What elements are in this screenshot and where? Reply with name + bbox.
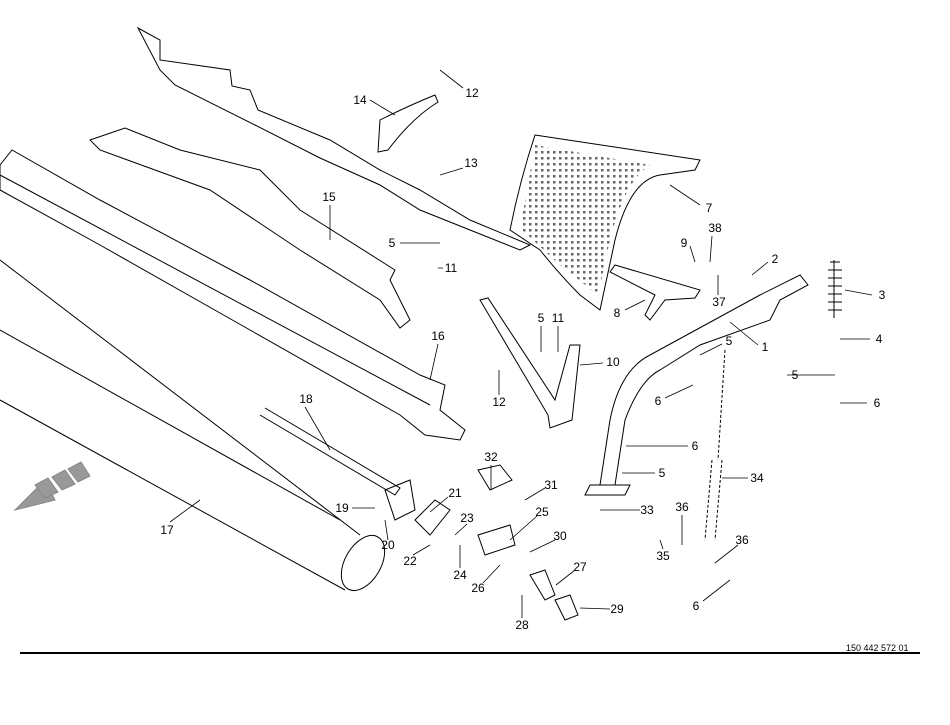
callout-27: 27 xyxy=(573,560,587,574)
part-rod-34 xyxy=(704,349,726,541)
callout-32: 32 xyxy=(484,450,498,464)
callout-5: 5 xyxy=(658,466,666,480)
callout-22: 22 xyxy=(403,554,417,568)
callout-26: 26 xyxy=(471,581,485,595)
callout-4: 4 xyxy=(875,332,883,346)
callout-2: 2 xyxy=(771,252,779,266)
callout-19: 19 xyxy=(335,501,349,515)
callout-33: 33 xyxy=(640,503,654,517)
callout-6: 6 xyxy=(691,439,699,453)
callout-21: 21 xyxy=(448,486,462,500)
callout-11: 11 xyxy=(444,261,458,275)
callout-36: 36 xyxy=(735,533,749,547)
part-plate-8 xyxy=(609,264,701,321)
callout-35: 35 xyxy=(656,549,670,563)
part-rail-13 xyxy=(136,26,532,251)
callout-34: 34 xyxy=(750,471,764,485)
callout-16: 16 xyxy=(431,329,445,343)
callout-9: 9 xyxy=(680,236,688,250)
callout-3: 3 xyxy=(878,288,886,302)
part-shaft-18 xyxy=(259,407,401,496)
part-bracket-10 xyxy=(479,297,581,429)
part-bracket-20 xyxy=(384,479,416,521)
callout-24: 24 xyxy=(453,568,467,582)
callout-29: 29 xyxy=(610,602,624,616)
part-spring-3 xyxy=(828,260,842,318)
callout-14: 14 xyxy=(353,93,367,107)
callout-10: 10 xyxy=(606,355,620,369)
callout-1: 1 xyxy=(761,340,769,354)
callout-18: 18 xyxy=(299,392,313,406)
part-lever-27 xyxy=(529,569,556,601)
part-bearing-21 xyxy=(414,499,451,536)
callout-12: 12 xyxy=(465,86,479,100)
callout-28: 28 xyxy=(515,618,529,632)
part-cover-7 xyxy=(509,134,701,311)
part-housing-32 xyxy=(477,464,513,491)
part-bracket-14 xyxy=(377,94,439,153)
callout-8: 8 xyxy=(613,306,621,320)
callout-31: 31 xyxy=(544,478,558,492)
part-channel-16 xyxy=(0,149,466,441)
callout-5: 5 xyxy=(725,334,733,348)
callout-7: 7 xyxy=(705,201,713,215)
callout-23: 23 xyxy=(460,511,474,525)
callout-37: 37 xyxy=(712,295,726,309)
part-arm-1 xyxy=(599,274,809,486)
part-guide-15 xyxy=(89,127,411,329)
leader-lines xyxy=(169,69,873,618)
drawing-number: 150 442 572 01 xyxy=(846,643,909,653)
direction-arrow-icon xyxy=(13,461,91,511)
callout-20: 20 xyxy=(381,538,395,552)
callout-6: 6 xyxy=(692,599,700,613)
callout-13: 13 xyxy=(464,156,478,170)
callout-11: 11 xyxy=(551,311,565,325)
callout-6: 6 xyxy=(654,394,662,408)
part-roller-17 xyxy=(0,259,386,591)
part-block-25 xyxy=(477,524,516,556)
callout-30: 30 xyxy=(553,529,567,543)
callout-15: 15 xyxy=(322,190,336,204)
callout-12: 12 xyxy=(492,395,506,409)
callout-36: 36 xyxy=(675,500,689,514)
callout-5: 5 xyxy=(388,236,396,250)
callout-25: 25 xyxy=(535,505,549,519)
callout-5: 5 xyxy=(791,368,799,382)
part-pad-29 xyxy=(554,594,579,621)
callout-38: 38 xyxy=(708,221,722,235)
callout-6: 6 xyxy=(873,396,881,410)
callout-5: 5 xyxy=(537,311,545,325)
callout-17: 17 xyxy=(160,523,174,537)
